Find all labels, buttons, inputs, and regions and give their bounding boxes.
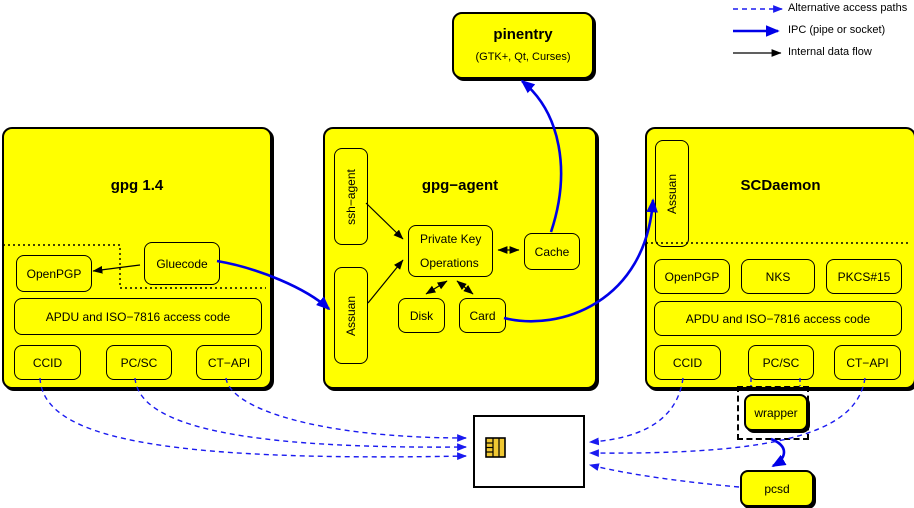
gpg14-gluecode-box: Gluecode [144,242,220,285]
ipc-arrow-wrapper-to-pcsd [770,437,787,468]
gpg14-pcsc-box: PC/SC [106,345,172,380]
altpath-scdaemon-ctapi-to-card [588,377,866,457]
gpg-agent-assuan-box: Assuan [334,267,368,364]
scdaemon-box: SCDaemon Assuan OpenPGP NKS PKCS#15 APDU… [645,127,914,389]
disk-box: Disk [398,298,445,333]
pcsd-box: pcsd [740,470,814,507]
scdaemon-ctapi-box: CT−API [834,345,901,380]
legend-label-alternative: Alternative access paths [788,2,908,14]
scdaemon-nks-box: NKS [741,259,815,294]
gpg14-ctapi-box: CT−API [196,345,262,380]
altpath-gpg14-ccid-to-card [39,377,468,461]
scdaemon-openpgp-box: OpenPGP [654,259,730,294]
cache-box: Cache [524,233,580,270]
scdaemon-ccid-box: CCID [654,345,721,380]
scdaemon-pkcs15-box: PKCS#15 [826,259,902,294]
gpg14-title: gpg 1.4 [110,177,164,194]
gpg-agent-title: gpg−agent [421,177,499,194]
gpg-agent-box: gpg−agent ssh−agent Assuan Private Key O… [323,127,597,389]
pinentry-title: pinentry [493,26,553,43]
private-key-operations-box: Private Key Operations [408,225,493,277]
gpg-agent-ssh-agent-box: ssh−agent [334,148,368,245]
scdaemon-apdu-box: APDU and ISO−7816 access code [654,301,902,336]
scdaemon-assuan-box: Assuan [655,140,689,247]
gpg14-box: gpg 1.4 OpenPGP Gluecode APDU and ISO−78… [2,127,272,389]
card-box: Card [459,298,506,333]
altpath-pcsd-to-card [588,463,740,488]
wrapper-box: wrapper [744,394,808,431]
scdaemon-title: SCDaemon [740,177,821,194]
gpg14-ccid-box: CCID [14,345,81,380]
smartcard-chip-icon [485,437,506,458]
pinentry-subtitle: (GTK+, Qt, Curses) [475,51,571,63]
legend-label-ipc: IPC (pipe or socket) [788,24,886,36]
scdaemon-pcsc-box: PC/SC [748,345,814,380]
pinentry-box: pinentry (GTK+, Qt, Curses) [452,12,594,79]
gpg14-apdu-box: APDU and ISO−7816 access code [14,298,262,335]
legend-label-internal: Internal data flow [788,46,872,58]
smartcard [473,415,585,488]
gpg14-openpgp-box: OpenPGP [16,255,92,292]
